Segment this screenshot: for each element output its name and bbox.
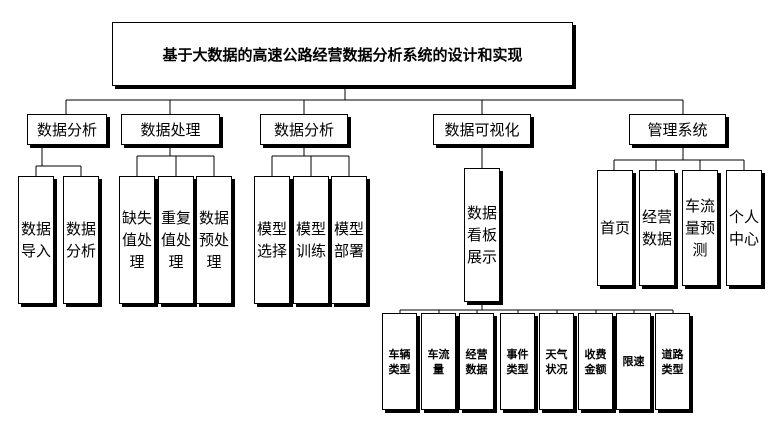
node-vehicle-type: 车辆类型 [382, 313, 417, 410]
node-missing-value: 缺失值处理 [119, 176, 155, 304]
node-weather: 天气状况 [539, 313, 574, 410]
node-personal-center: 个人中心 [726, 170, 762, 286]
node-operating-data: 经营数据 [459, 313, 494, 410]
node-data-analysis-1: 数据分析 [27, 114, 107, 145]
node-toll-amount: 收费金额 [578, 313, 613, 410]
node-duplicate-value: 重复值处理 [158, 176, 194, 304]
node-data-visualization: 数据可视化 [433, 114, 531, 145]
node-management-system: 管理系统 [629, 114, 726, 145]
node-model-training: 模型训练 [293, 176, 329, 304]
node-model-selection: 模型选择 [254, 176, 290, 304]
node-model-deployment: 模型部署 [331, 176, 367, 304]
root-node-title: 基于大数据的高速公路经营数据分析系统的设计和实现 [112, 22, 573, 86]
node-traffic-prediction: 车流量预测 [682, 170, 718, 286]
node-data-processing: 数据处理 [121, 114, 220, 145]
node-data-analysis-2: 数据分析 [260, 114, 348, 145]
node-road-type: 道路类型 [655, 313, 690, 410]
node-operating-data-mgmt: 经营数据 [639, 170, 675, 286]
node-data-dashboard: 数据看板展示 [464, 168, 500, 302]
node-event-type: 事件类型 [500, 313, 535, 410]
node-data-preprocessing: 数据预处理 [196, 176, 232, 304]
node-data-import: 数据导入 [18, 176, 54, 304]
node-home-page: 首页 [597, 170, 633, 286]
node-data-analysis-sub: 数据分析 [63, 176, 99, 304]
node-speed-limit: 限速 [616, 313, 651, 410]
node-traffic-volume: 车流量 [421, 313, 456, 410]
